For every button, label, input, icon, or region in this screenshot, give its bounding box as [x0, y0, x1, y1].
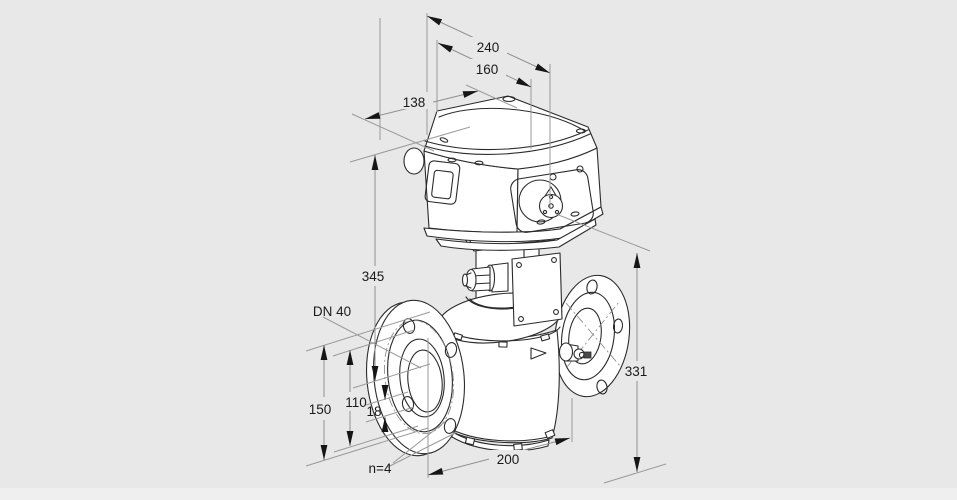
- pressure-tap: [558, 342, 592, 362]
- background-strip: [0, 488, 957, 500]
- dim-label-dn40: DN 40: [313, 304, 351, 319]
- bolt-hole: [444, 342, 458, 358]
- valve-assembly: [365, 95, 631, 457]
- n4-leader: [387, 431, 458, 468]
- bolt-hole: [596, 379, 608, 395]
- actuator: [403, 95, 604, 252]
- cable-gland: [403, 147, 425, 175]
- dim-label-331: 331: [625, 364, 648, 379]
- dim-label-160: 160: [476, 62, 499, 77]
- bolt-hole: [586, 279, 598, 295]
- type-label-plate: [424, 160, 461, 205]
- dim-label-150: 150: [309, 402, 332, 417]
- screw: [576, 165, 584, 173]
- dim-label-110: 110: [345, 395, 367, 410]
- dn40-leader: [322, 316, 422, 369]
- dimension-labels: 240 160 138 345 DN 40 150 110 18 n=4 200…: [309, 40, 648, 476]
- inlet-flange: [365, 299, 466, 457]
- dim-label-138: 138: [403, 95, 426, 110]
- bolt-hole: [612, 318, 624, 334]
- flow-direction-mark: [530, 347, 547, 360]
- dim-label-240: 240: [477, 40, 500, 55]
- bolt-hole: [443, 418, 457, 434]
- neck-fitting: [461, 262, 509, 293]
- dim-label-200: 200: [497, 452, 520, 467]
- dim-label-n4: n=4: [369, 461, 392, 476]
- neck-side-plate: [511, 252, 563, 327]
- dim-label-345: 345: [362, 269, 385, 284]
- dimension-lines: [305, 13, 667, 484]
- n4-leader: [392, 420, 447, 464]
- dim-label-18: 18: [366, 404, 381, 419]
- bolt-hole: [401, 396, 415, 412]
